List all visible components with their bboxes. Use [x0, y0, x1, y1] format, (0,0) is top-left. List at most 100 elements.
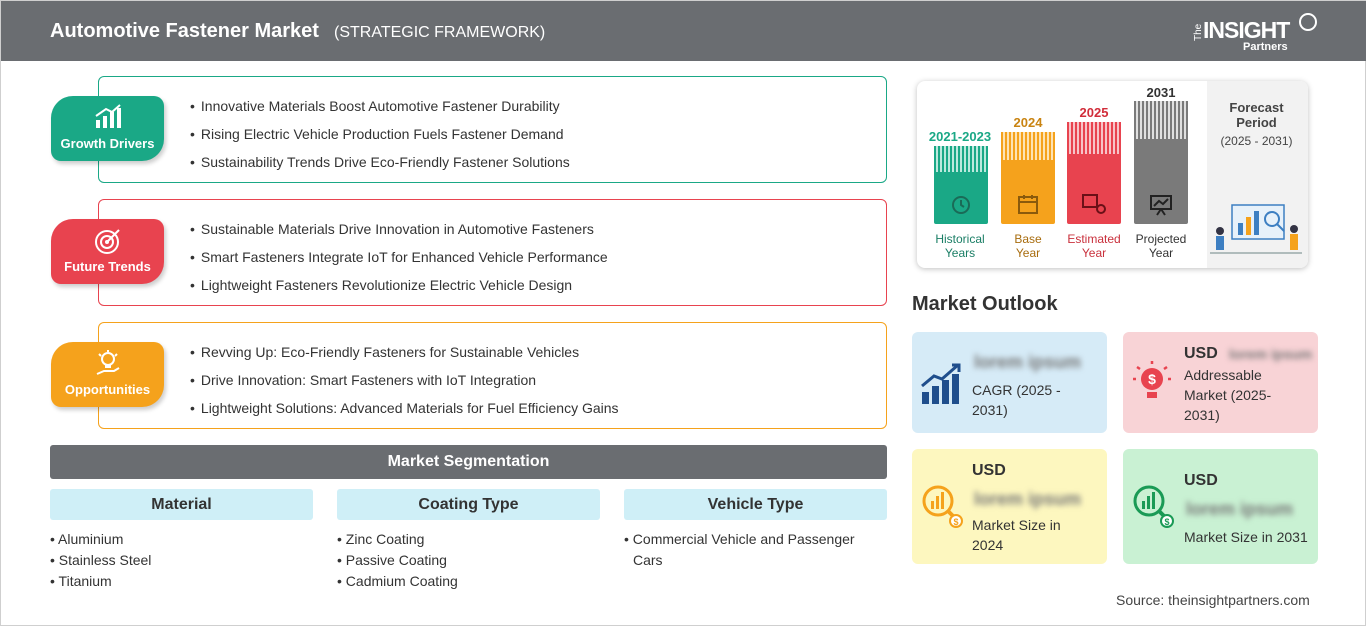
segment-header: Vehicle Type [624, 489, 887, 520]
opportunities-box: Revving Up: Eco-Friendly Fasteners for S… [98, 322, 887, 429]
estimate-icon [1082, 194, 1106, 214]
addressable-market-card: $ USD lorem ipsum Addressable Market (20… [1123, 332, 1318, 433]
page-subtitle: (STRATEGIC FRAMEWORK) [334, 24, 546, 41]
svg-text:$: $ [1148, 371, 1156, 387]
logo-ring-icon [1299, 13, 1317, 31]
bar-caption-line1: Historical [935, 232, 985, 246]
cagr-value-placeholder: lorem ipsum [974, 352, 1082, 372]
svg-text:$: $ [953, 517, 958, 527]
segment-list: Commercial Vehicle and Passenger Cars [624, 529, 887, 571]
bar-caption-line1: Base [1014, 232, 1042, 246]
opportunities-tag: Opportunities [51, 342, 164, 407]
growth-drivers-box: Innovative Materials Boost Automotive Fa… [98, 76, 887, 183]
lightbulb-hand-icon [96, 350, 120, 375]
historical-bar [934, 146, 988, 224]
list-item: Rising Electric Vehicle Production Fuels… [190, 125, 570, 153]
list-item: Revving Up: Eco-Friendly Fasteners for S… [190, 343, 619, 371]
list-item: Lightweight Fasteners Revolutionize Elec… [190, 276, 608, 304]
list-item: Titanium [50, 571, 313, 592]
list-item: Cadmium Coating [337, 571, 600, 592]
market-forecast-icon: $ [1133, 485, 1174, 528]
growth-drivers-list: Innovative Materials Boost Automotive Fa… [190, 97, 570, 181]
bar-caption-line2: Year [1148, 246, 1174, 260]
bar-caption: Base Year [988, 232, 1068, 260]
forecast-period: (2025 - 2031) [1220, 134, 1293, 148]
future-trends-label: Future Trends [64, 259, 151, 274]
opportunities-label: Opportunities [64, 382, 151, 397]
bar-caption: Projected Year [1121, 232, 1201, 260]
cagr-label: CAGR (2025 - 2031) [972, 382, 1061, 418]
usd-label: USD [1184, 472, 1218, 489]
bar-caption-line2: Year [1015, 246, 1041, 260]
list-item: Smart Fasteners Integrate IoT for Enhanc… [190, 248, 608, 276]
list-item: Passive Coating [337, 550, 600, 571]
growth-chart-icon [921, 363, 961, 404]
market-size-2024-label: Market Size in 2024 [972, 517, 1061, 553]
forecast-line1: Forecast [1229, 100, 1284, 115]
cagr-card: lorem ipsum CAGR (2025 - 2031) [912, 332, 1107, 433]
logo-partners: Partners [1243, 41, 1288, 53]
segment-header: Coating Type [337, 489, 600, 520]
segment-list: Aluminium Stainless Steel Titanium [50, 529, 313, 592]
growth-bars-icon [95, 104, 121, 128]
addressable-market-label: Addressable Market (2025-2031) [1184, 367, 1272, 423]
bar-caption: Estimated Year [1054, 232, 1134, 260]
future-trends-list: Sustainable Materials Drive Innovation i… [190, 220, 608, 304]
page-title: Automotive Fastener Market [50, 20, 319, 42]
list-item: Sustainability Trends Drive Eco-Friendly… [190, 153, 570, 181]
usd-label: USD [972, 462, 1006, 479]
forecast-line2: Period [1236, 115, 1277, 130]
calendar-icon [1018, 195, 1038, 214]
segment-header: Material [50, 489, 313, 520]
bar-caption-line1: Projected [1135, 232, 1187, 246]
segment-coating-type: Coating Type Zinc Coating Passive Coatin… [337, 489, 600, 592]
list-item: Innovative Materials Boost Automotive Fa… [190, 97, 570, 125]
bar-caption: Historical Years [920, 232, 1000, 260]
bar-caption-line1: Estimated [1067, 232, 1121, 246]
insight-partners-logo[interactable]: The INSIGHT Partners [1191, 11, 1321, 55]
list-item: Lightweight Solutions: Advanced Material… [190, 399, 619, 427]
header-bar: Automotive Fastener Market (STRATEGIC FR… [1, 1, 1366, 61]
future-trends-box: Sustainable Materials Drive Innovation i… [98, 199, 887, 306]
estimated-bar [1067, 122, 1121, 224]
bar-caption-line2: Year [1081, 246, 1107, 260]
market-size-2031-card: $ USD lorem ipsum Market Size in 2031 [1123, 449, 1318, 564]
list-item: Drive Innovation: Smart Fasteners with I… [190, 371, 619, 399]
year-label: 2021-2023 [928, 129, 992, 144]
addressable-value-placeholder: lorem ipsum [1229, 346, 1313, 362]
dollar-bulb-icon: $ [1133, 361, 1171, 398]
market-size-2024-card: $ USD lorem ipsum Market Size in 2024 [912, 449, 1107, 564]
list-item: Sustainable Materials Drive Innovation i… [190, 220, 608, 248]
market-2024-value-placeholder: lorem ipsum [974, 489, 1082, 509]
list-item: Commercial Vehicle and Passenger Cars [624, 529, 887, 571]
market-2031-value-placeholder: lorem ipsum [1186, 499, 1294, 519]
future-trends-tag: Future Trends [51, 219, 164, 284]
opportunities-list: Revving Up: Eco-Friendly Fasteners for S… [190, 343, 619, 427]
segment-material: Material Aluminium Stainless Steel Titan… [50, 489, 313, 592]
logo-insight: INSIGHT [1203, 17, 1290, 43]
year-label: 2024 [1013, 115, 1043, 130]
usd-label: USD [1184, 345, 1218, 362]
bar-caption-line2: Years [944, 246, 976, 260]
market-size-2031-label: Market Size in 2031 [1184, 529, 1308, 545]
market-outlook-title: Market Outlook [912, 293, 1058, 315]
base-bar [1001, 132, 1055, 224]
list-item: Aluminium [50, 529, 313, 550]
segment-list: Zinc Coating Passive Coating Cadmium Coa… [337, 529, 600, 592]
forecast-title: Forecast Period [1209, 100, 1304, 130]
growth-drivers-tag: Growth Drivers [51, 96, 164, 161]
analytics-people-icon [1210, 204, 1302, 254]
segment-vehicle-type: Vehicle Type Commercial Vehicle and Pass… [624, 489, 887, 571]
list-item: Stainless Steel [50, 550, 313, 571]
market-size-icon: $ [922, 485, 963, 528]
year-label: 2031 [1146, 85, 1176, 100]
target-icon [95, 229, 120, 254]
projected-bar [1134, 101, 1188, 224]
projection-icon [1150, 195, 1172, 216]
market-segmentation-header: Market Segmentation [50, 445, 887, 479]
growth-drivers-label: Growth Drivers [60, 136, 155, 151]
history-icon [952, 196, 970, 214]
list-item: Zinc Coating [337, 529, 600, 550]
source-credit: Source: theinsightpartners.com [1116, 592, 1310, 608]
